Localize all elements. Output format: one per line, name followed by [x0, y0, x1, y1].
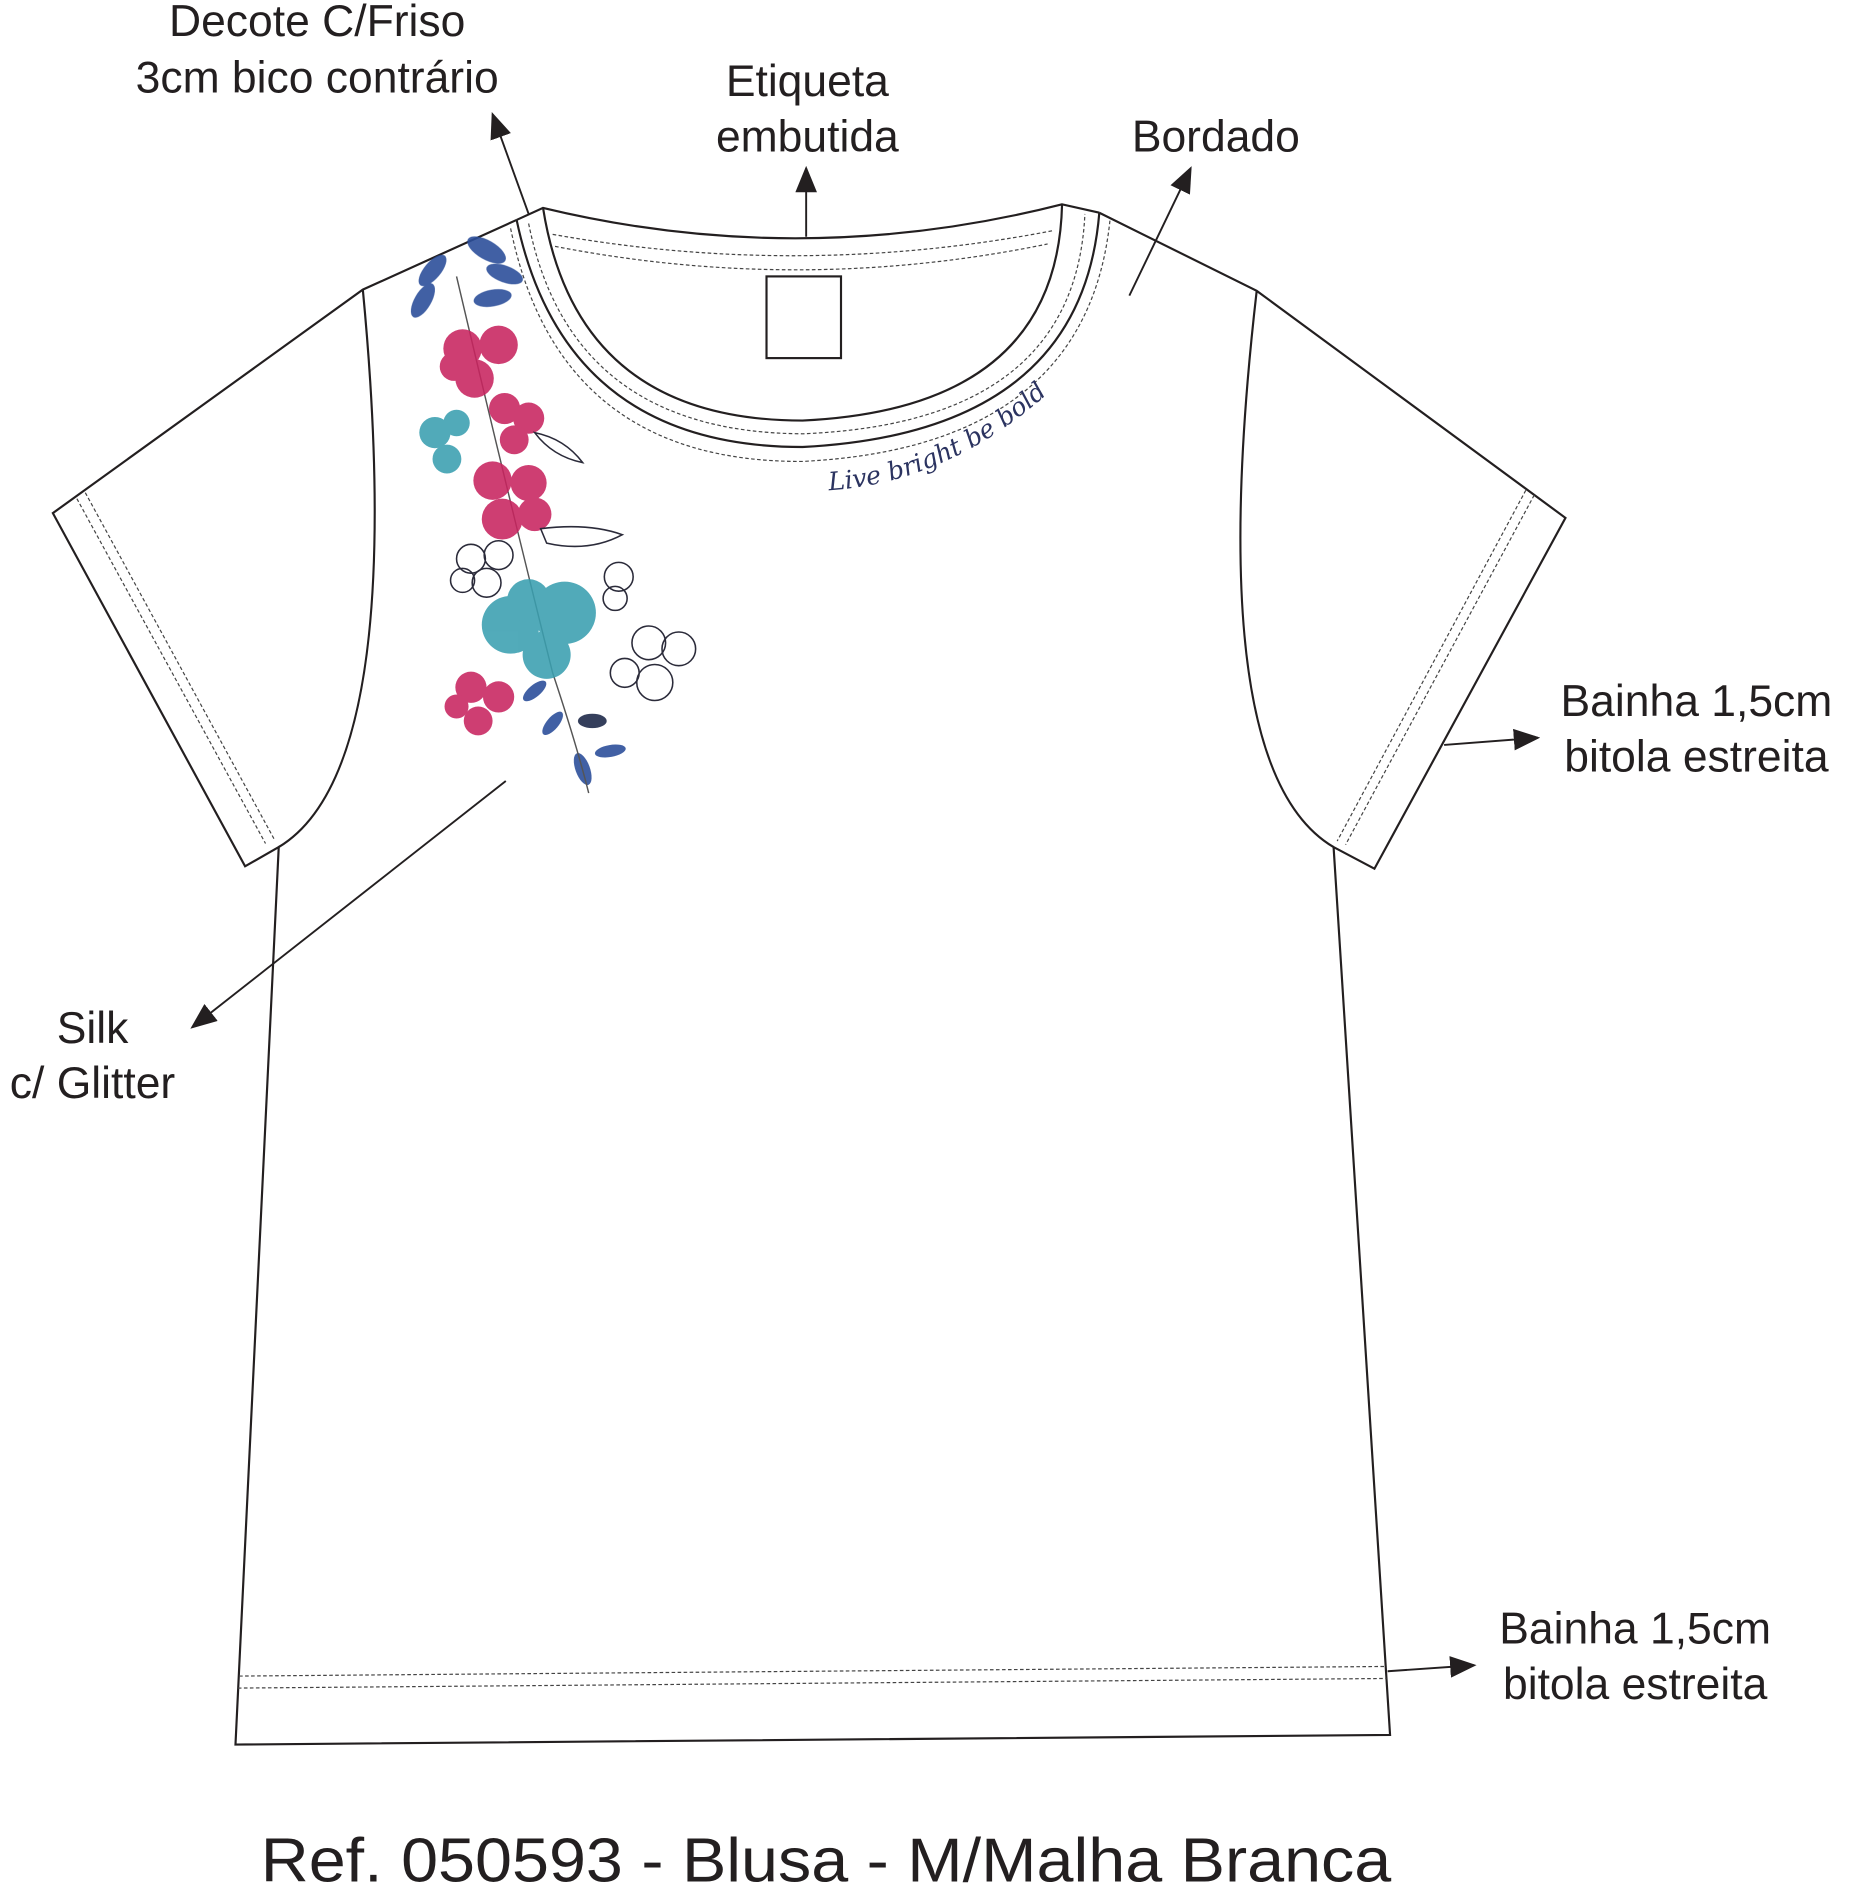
label-body-hem-2: bitola estreita	[1503, 1660, 1768, 1709]
label-neckline-2: 3cm bico contrário	[136, 54, 499, 103]
label-neckline-1: Decote C/Friso	[169, 0, 465, 46]
floral-print	[410, 236, 697, 794]
arrow-sleeve-hem	[1444, 728, 1541, 751]
label-sleeve-hem-1: Bainha 1,5cm	[1561, 677, 1833, 726]
label-sleeve-hem-2: bitola estreita	[1564, 732, 1829, 781]
callout-labels: Decote C/Friso 3cm bico contrário Etique…	[10, 0, 1832, 1709]
reference-title: Ref. 050593 - Blusa - M/Malha Branca	[261, 1826, 1392, 1884]
arrow-print	[190, 780, 507, 1029]
arrow-neckline	[490, 111, 530, 215]
label-body-hem-1: Bainha 1,5cm	[1499, 1605, 1771, 1654]
left-armhole	[278, 289, 376, 849]
label-embroidery: Bordado	[1132, 112, 1300, 161]
label-print-2: c/ Glitter	[10, 1059, 176, 1108]
tag-box	[765, 275, 843, 360]
t-shirt-outline	[51, 203, 1567, 1746]
right-armhole	[1239, 290, 1335, 849]
label-tag-2: embutida	[716, 112, 899, 161]
arrow-embroidery	[1128, 166, 1192, 297]
callout-arrows	[190, 111, 1541, 1678]
arrow-body-hem	[1387, 1656, 1477, 1678]
label-print-1: Silk	[57, 1004, 129, 1053]
neckline-front-outer	[515, 212, 1101, 449]
label-tag-1: Etiqueta	[726, 57, 889, 106]
collar-outer	[516, 203, 1100, 240]
